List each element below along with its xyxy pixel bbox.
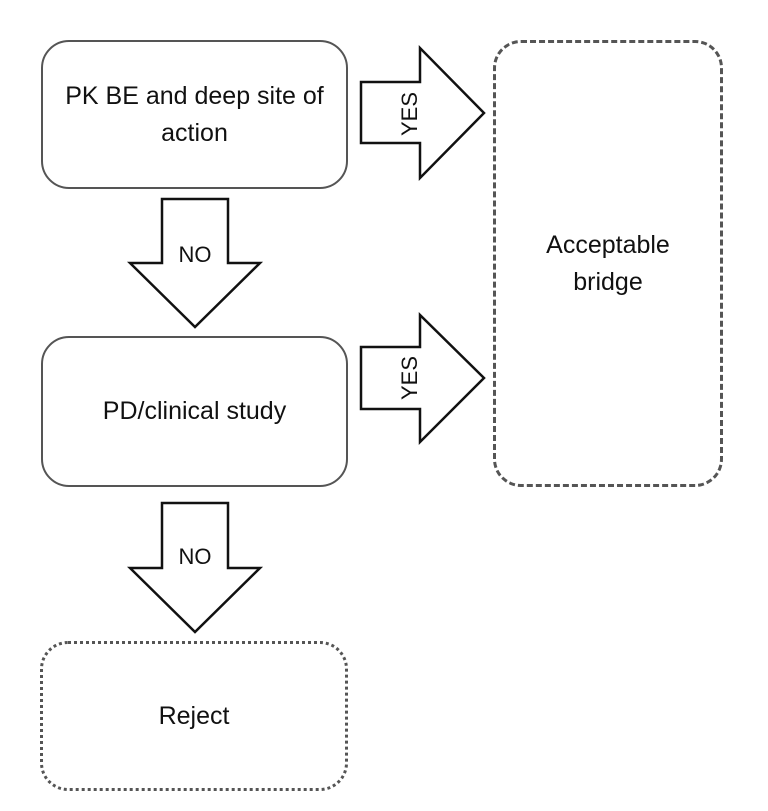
node-acceptable-bridge-label: Acceptable bridge [546, 231, 670, 296]
yes-arrow-pd-to-acceptable: YES [359, 312, 486, 446]
no-label-2: NO [179, 544, 212, 569]
node-pd-clinical: PD/clinical study [41, 336, 348, 487]
no-arrow-pd-to-reject: NO [126, 501, 264, 634]
no-arrow-pk-to-pd: NO [126, 197, 264, 329]
yes-arrow-pk-to-acceptable: YES [359, 44, 486, 182]
node-pk-be: PK BE and deep site of action [41, 40, 348, 189]
no-label-1: NO [179, 242, 212, 267]
node-pd-clinical-label: PD/clinical study [102, 397, 287, 426]
yes-label-2: YES [397, 356, 422, 400]
node-reject: Reject [40, 641, 348, 791]
yes-label-1: YES [397, 92, 422, 136]
node-reject-label: Reject [158, 701, 230, 730]
node-acceptable-bridge: Acceptable bridge [493, 40, 723, 487]
node-pk-be-label: PK BE and deep site of action [65, 82, 324, 147]
